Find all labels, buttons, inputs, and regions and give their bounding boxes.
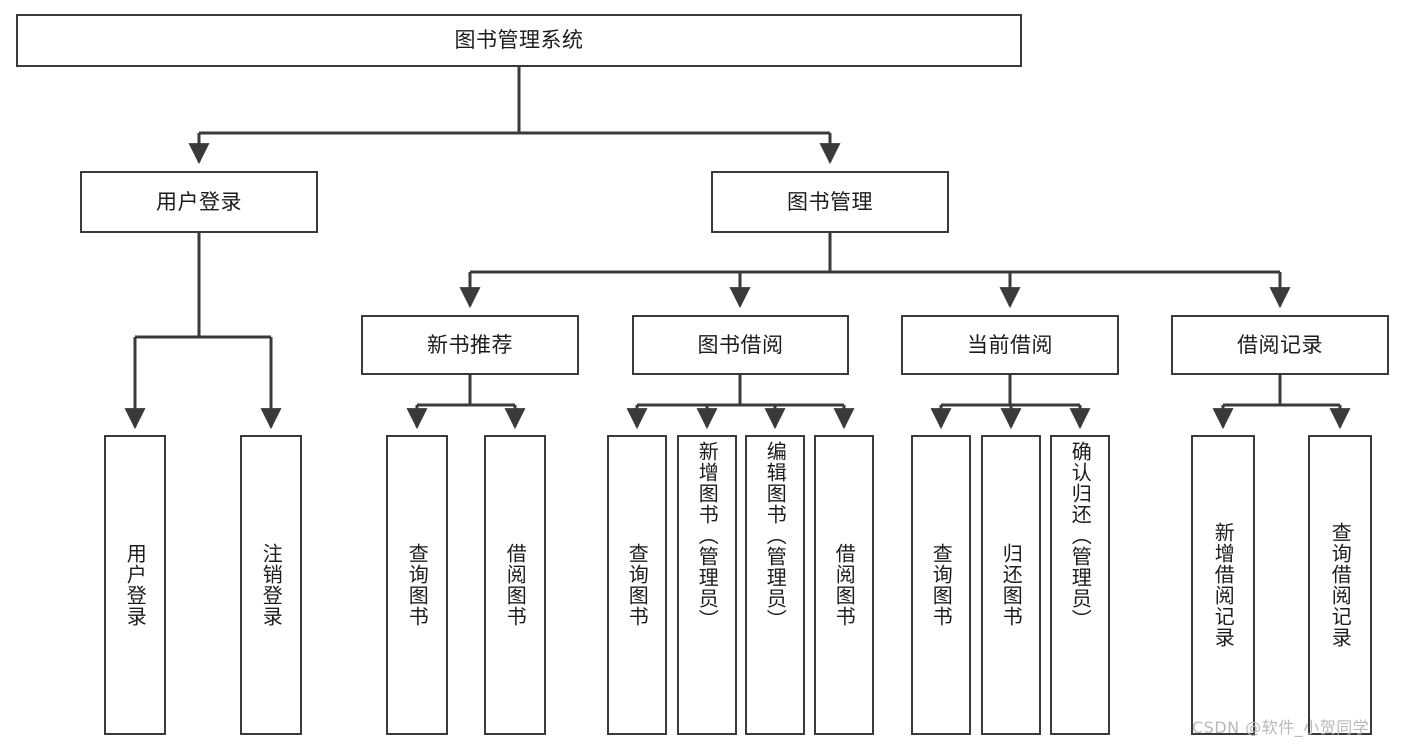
node-leaf-query-book-2[interactable]: 查询图书 (607, 435, 667, 735)
node-leaf-borrow-book-1[interactable]: 借阅图书 (484, 435, 546, 735)
node-leaf-query-book-3[interactable]: 查询图书 (911, 435, 971, 735)
node-leaf-query-record-label: 查询借阅记录 (1328, 522, 1353, 648)
node-leaf-add-book-label: 新增图书（管理员） (695, 441, 720, 630)
node-root[interactable]: 图书管理系统 (16, 14, 1022, 67)
node-leaf-edit-book-label: 编辑图书（管理员） (763, 441, 788, 630)
node-leaf-query-book-2-label: 查询图书 (625, 543, 650, 627)
node-leaf-query-book-1-label: 查询图书 (405, 543, 430, 627)
csdn-watermark: CSDN @软件_小贺同学 (1192, 718, 1370, 737)
node-leaf-edit-book[interactable]: 编辑图书（管理员） (745, 435, 805, 735)
node-root-label: 图书管理系统 (454, 28, 584, 53)
node-leaf-return-book[interactable]: 归还图书 (981, 435, 1041, 735)
node-borrow-record-label: 借阅记录 (1237, 332, 1323, 357)
node-leaf-borrow-book-1-label: 借阅图书 (503, 543, 528, 627)
node-book-borrow[interactable]: 图书借阅 (632, 315, 849, 375)
node-user-login[interactable]: 用户登录 (80, 171, 318, 233)
node-borrow-record[interactable]: 借阅记录 (1171, 315, 1389, 375)
node-book-manage[interactable]: 图书管理 (711, 171, 949, 233)
node-new-book-recommend-label: 新书推荐 (427, 332, 513, 357)
node-leaf-user-login-label: 用户登录 (123, 543, 148, 627)
node-leaf-add-record-label: 新增借阅记录 (1211, 522, 1236, 648)
node-leaf-user-logout-label: 注销登录 (259, 543, 284, 627)
node-leaf-add-record[interactable]: 新增借阅记录 (1191, 435, 1255, 735)
node-current-borrow[interactable]: 当前借阅 (901, 315, 1119, 375)
node-leaf-borrow-book-2-label: 借阅图书 (832, 543, 857, 627)
node-leaf-user-login[interactable]: 用户登录 (104, 435, 166, 735)
node-leaf-borrow-book-2[interactable]: 借阅图书 (814, 435, 874, 735)
node-book-borrow-label: 图书借阅 (697, 332, 784, 357)
node-user-login-label: 用户登录 (156, 189, 242, 214)
node-current-borrow-label: 当前借阅 (967, 332, 1053, 357)
node-leaf-query-record[interactable]: 查询借阅记录 (1308, 435, 1372, 735)
node-leaf-return-book-label: 归还图书 (999, 543, 1024, 627)
node-book-manage-label: 图书管理 (787, 189, 873, 214)
node-leaf-user-logout[interactable]: 注销登录 (240, 435, 302, 735)
node-leaf-query-book-3-label: 查询图书 (929, 543, 954, 627)
node-new-book-recommend[interactable]: 新书推荐 (361, 315, 579, 375)
node-leaf-confirm-return[interactable]: 确认归还（管理员） (1050, 435, 1110, 735)
node-leaf-confirm-return-label: 确认归还（管理员） (1068, 441, 1093, 630)
node-leaf-add-book[interactable]: 新增图书（管理员） (677, 435, 737, 735)
node-leaf-query-book-1[interactable]: 查询图书 (386, 435, 448, 735)
